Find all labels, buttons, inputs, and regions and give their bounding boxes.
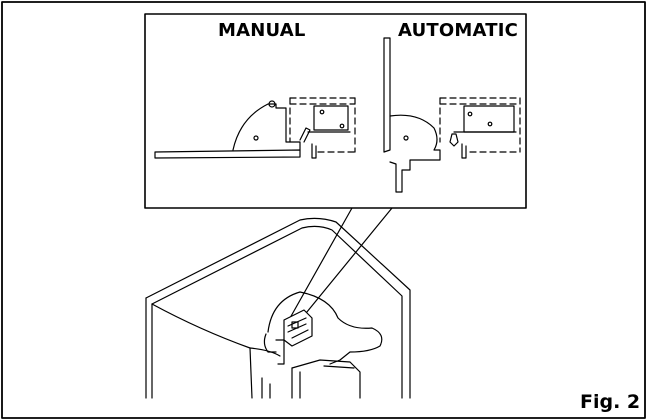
inset-panel — [144, 13, 527, 209]
automatic-illustration — [383, 37, 521, 193]
auto-door-panel — [383, 37, 391, 153]
manual-hinge-plate — [232, 103, 301, 151]
manual-housing-top — [289, 97, 356, 105]
callout-line-right — [301, 207, 393, 319]
automatic-label: AUTOMATIC — [398, 20, 519, 41]
callout-line-left — [289, 207, 353, 319]
auto-hinge-hole — [403, 135, 409, 141]
auto-connector-pin — [461, 143, 467, 159]
manual-hinge-pivot — [268, 100, 276, 108]
appliance-body — [145, 217, 411, 399]
appliance-front-lip — [151, 303, 253, 399]
appliance-partition — [291, 359, 361, 399]
auto-housing-top — [439, 97, 521, 105]
auto-switch-screw-2 — [487, 121, 493, 127]
manual-hinge-hole — [253, 135, 259, 141]
auto-switch-lever — [449, 133, 459, 147]
auto-hinge-plate — [389, 114, 441, 193]
appliance-recess — [267, 291, 383, 365]
auto-switch-block — [463, 105, 515, 133]
appliance-switch-contact — [291, 321, 299, 329]
auto-switch-screw-1 — [467, 111, 473, 117]
manual-switch-screw-2 — [339, 123, 345, 129]
manual-door-panel — [154, 149, 301, 159]
manual-connector-pin — [311, 143, 317, 159]
appliance-recess-left — [263, 333, 277, 353]
appliance-front-post — [261, 377, 271, 399]
manual-switch-block — [313, 105, 349, 131]
manual-switch-screw-1 — [319, 109, 325, 115]
appliance-top-rim — [151, 225, 403, 399]
manual-switch-lever — [299, 127, 311, 143]
auto-housing-sides — [439, 97, 521, 153]
appliance-partition-edge — [323, 365, 355, 369]
manual-label: MANUAL — [218, 20, 306, 41]
appliance-partition-left — [291, 367, 301, 399]
appliance-top-outline — [145, 217, 411, 399]
figure-caption: Fig. 2 — [580, 391, 641, 413]
manual-illustration — [154, 97, 356, 159]
appliance-switch-bracket — [275, 339, 285, 365]
manual-housing-sides — [289, 97, 356, 153]
